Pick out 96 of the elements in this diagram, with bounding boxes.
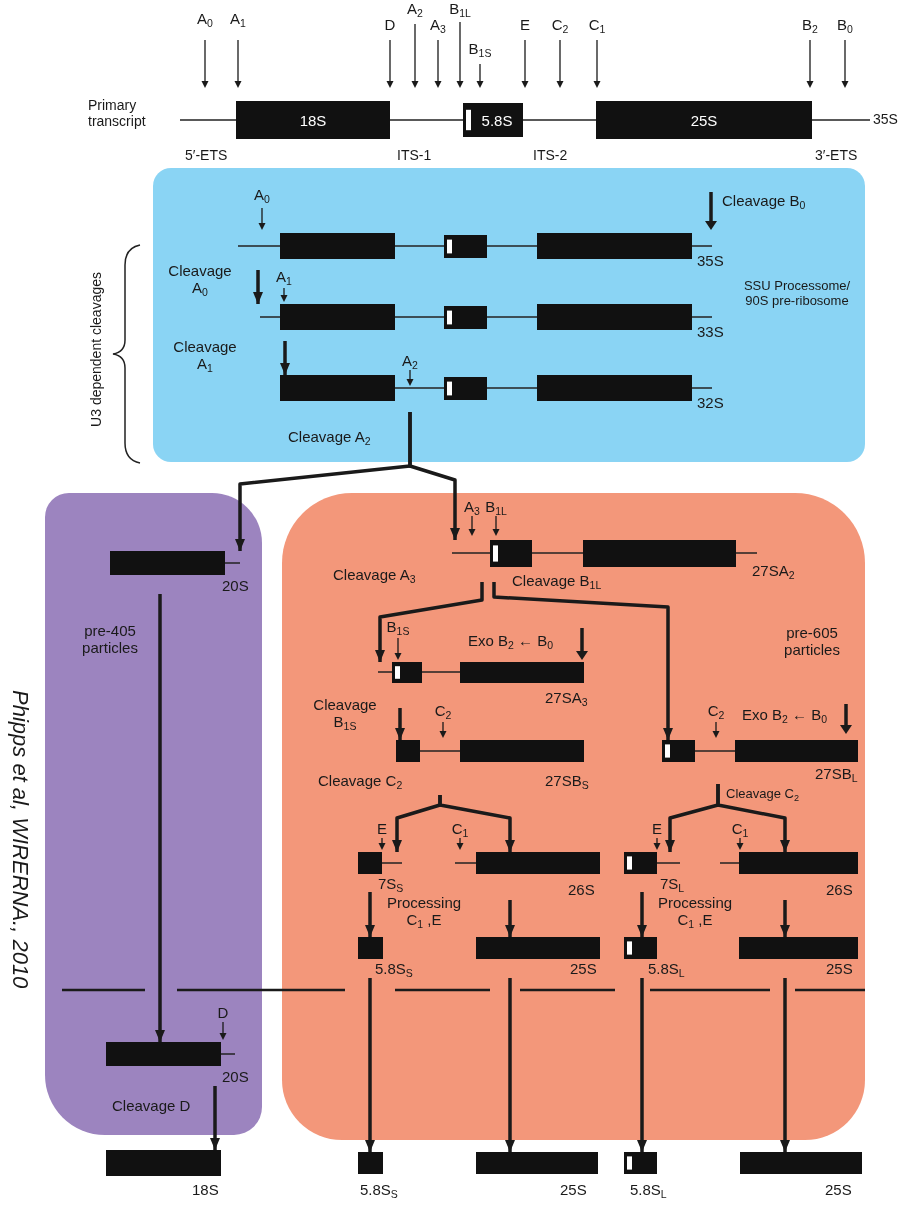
processing-arrow <box>438 795 515 852</box>
processing-arrow <box>492 582 673 740</box>
cleavage-site-label: C$_{2}$ <box>550 16 570 33</box>
cleavage-site-label: A$_{0}$ <box>253 186 271 203</box>
rna-segment-label: 5.8S <box>480 112 514 129</box>
transcript-label: Primary transcript <box>88 97 147 129</box>
edge-label: Cleavage A$_{1}$ <box>172 338 238 372</box>
rna-label: 5.8S$_{L}$ <box>630 1181 667 1198</box>
cleavage-site-label: A$_{3}$ <box>429 16 447 33</box>
processing-arrow <box>280 341 290 375</box>
edge-label: Cleavage C$_{2}$ <box>726 786 799 801</box>
cleavage-site-label: B$_{1S}$ <box>385 618 411 635</box>
rna-label: 27SA$_{3}$ <box>545 689 588 706</box>
cleavage-site-label: E <box>651 820 663 837</box>
processing-arrow <box>408 412 460 540</box>
rna-label: 26S <box>568 881 595 898</box>
panel-label: pre-405 particles <box>81 622 139 656</box>
region-label: ITS-1 <box>397 147 432 163</box>
rna-segment-label: 25S <box>689 112 719 129</box>
rna-label: 27SA$_{2}$ <box>752 562 795 579</box>
rna-label: 35S <box>697 252 724 269</box>
cleavage-site-label: B$_{1L}$ <box>484 498 508 515</box>
processing-arrow <box>365 978 375 1152</box>
edge-label: Cleavage B$_{1L}$ <box>512 572 602 589</box>
rna-label: 32S <box>697 394 724 411</box>
cleavage-site-label: A$_{2}$ <box>406 0 424 17</box>
processing-arrow <box>505 978 515 1152</box>
rna-label: 35S <box>873 111 898 127</box>
region-label: ITS-2 <box>533 147 568 163</box>
cleavage-site-label: A$_{1}$ <box>275 268 293 285</box>
cleavage-site-label: B$_{1L}$ <box>448 0 472 17</box>
rna-label: 33S <box>697 323 724 340</box>
cleavage-site-label: A$_{1}$ <box>229 10 247 27</box>
edge-label: Cleavage B$_{1S}$ <box>312 696 378 730</box>
rna-label: 26S <box>826 881 853 898</box>
edge-label: Cleavage C$_{2}$ <box>318 772 403 789</box>
panel-label: SSU Processome/ 90S pre-ribosome <box>742 278 852 308</box>
cleavage-site-label: E <box>376 820 388 837</box>
rna-segment-label: 18S <box>298 112 328 129</box>
cleavage-step-label: Exo B$_{2}$ ← B$_{0}$ <box>468 632 554 649</box>
rna-label: 27SB$_{L}$ <box>815 765 858 782</box>
processing-arrow <box>780 978 790 1152</box>
rna-label: 25S <box>826 960 853 977</box>
rna-label: 7S$_{L}$ <box>660 875 685 892</box>
rna-label: 18S <box>192 1181 219 1198</box>
rna-label: 20S <box>222 1068 249 1085</box>
rna-label: 25S <box>825 1181 852 1198</box>
cleavage-step-label: Cleavage B$_{0}$ <box>722 192 806 209</box>
particle-panel <box>45 493 262 1135</box>
edge-label: Cleavage D <box>112 1097 191 1114</box>
processing-arrow <box>637 978 647 1152</box>
panel-label: pre-605 particles <box>783 624 841 658</box>
rna-label: 25S <box>570 960 597 977</box>
cleavage-site-label: C$_{1}$ <box>730 820 750 837</box>
cleavage-site-label: D <box>383 16 397 33</box>
edge-label: Cleavage A$_{3}$ <box>333 566 416 583</box>
cleavage-site-label: D <box>216 1004 230 1021</box>
rna-label: 7S$_{S}$ <box>378 875 404 892</box>
edge-label: Processing C$_{1}$ ,E <box>656 894 734 928</box>
edge-label: Cleavage A$_{0}$ <box>167 262 233 296</box>
rna-label: 5.8S$_{S}$ <box>375 960 413 977</box>
processing-arrow <box>505 900 515 937</box>
processing-arrow <box>395 708 405 740</box>
cleavage-step-label: Exo B$_{2}$ ← B$_{0}$ <box>742 706 828 723</box>
citation: Phipps et al, WIRERNA., 2010 <box>8 690 32 989</box>
processing-arrow <box>375 582 484 662</box>
region-label: 5′-ETS <box>185 147 228 163</box>
particle-panel <box>153 168 865 462</box>
cleavage-site-label: C$_{1}$ <box>587 16 607 33</box>
rna-label: 5.8S$_{S}$ <box>360 1181 398 1198</box>
cleavage-site-label: B$_{1S}$ <box>467 40 493 57</box>
cleavage-site-label: A$_{3}$ <box>463 498 481 515</box>
cleavage-site-label: C$_{1}$ <box>450 820 470 837</box>
processing-arrow <box>365 892 375 937</box>
edge-label: Processing C$_{1}$ ,E <box>385 894 463 928</box>
rna-label: 27SB$_{S}$ <box>545 772 589 789</box>
cleavage-site-label: A$_{0}$ <box>196 10 214 27</box>
processing-arrow <box>210 1086 220 1150</box>
rna-label: 5.8S$_{L}$ <box>648 960 685 977</box>
cleavage-site-label: C$_{2}$ <box>706 702 726 719</box>
edge-label: Cleavage A$_{2}$ <box>288 428 371 445</box>
bracket-label: U3 dependent cleavages <box>88 272 104 427</box>
rna-label: 20S <box>222 577 249 594</box>
region-label: 3′-ETS <box>815 147 858 163</box>
processing-arrow <box>716 784 790 852</box>
processing-arrow <box>780 900 790 937</box>
cleavage-site-label: E <box>519 16 531 33</box>
particle-panel <box>282 493 865 1140</box>
cleavage-site-label: B$_{2}$ <box>801 16 819 33</box>
cleavage-site-label: A$_{2}$ <box>401 352 419 369</box>
processing-arrow <box>155 594 165 1042</box>
cleavage-site-label: C$_{2}$ <box>433 702 453 719</box>
rna-label: 25S <box>560 1181 587 1198</box>
processing-arrow <box>637 892 647 937</box>
processing-arrow <box>253 270 263 304</box>
cleavage-site-label: B$_{0}$ <box>836 16 854 33</box>
